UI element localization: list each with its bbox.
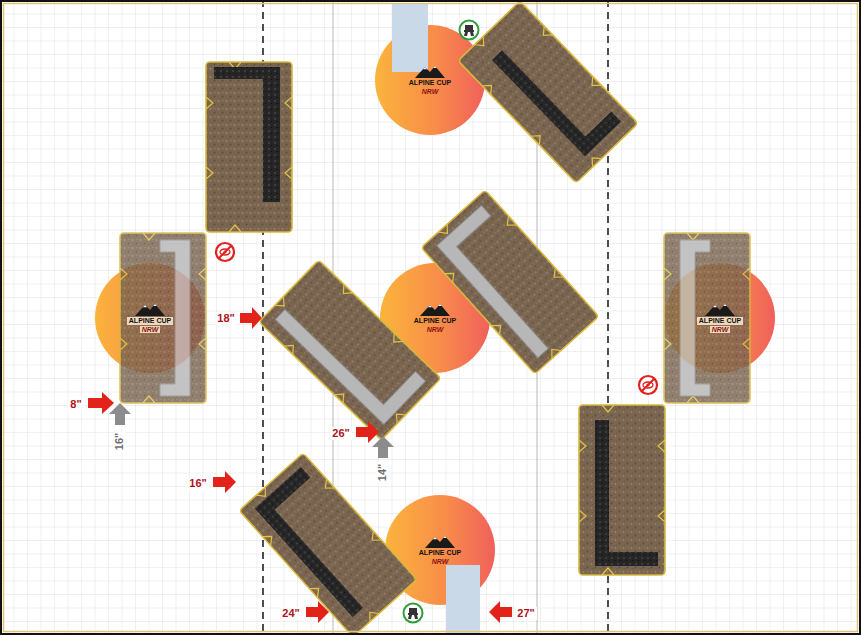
mountain-logo	[415, 65, 445, 78]
logo-subtitle: NRW	[422, 88, 439, 95]
mountain-shape	[415, 66, 445, 78]
mountain-shape	[135, 304, 165, 316]
logo-subtitle: NRW	[140, 326, 161, 333]
logo-subtitle: NRW	[710, 326, 731, 333]
objective-marker: ALPINE CUP NRW	[95, 263, 205, 373]
snow-cap	[423, 66, 437, 69]
red-distance-label: 18"	[215, 312, 236, 325]
logo-title: ALPINE CUP	[127, 317, 173, 324]
red-distance-label: 26"	[330, 427, 351, 440]
red-distance-label: 24"	[280, 607, 301, 620]
objective-marker: ALPINE CUP NRW	[665, 263, 775, 373]
red-distance-label: 8"	[68, 398, 83, 411]
objective-marker: ALPINE CUP NRW	[375, 25, 485, 135]
grey-distance-label: 16"	[113, 430, 126, 451]
grey-distance-label: 14"	[376, 461, 389, 482]
snow-cap	[713, 304, 727, 307]
objective-marker: ALPINE CUP NRW	[380, 263, 490, 373]
logo-title: ALPINE CUP	[409, 79, 451, 86]
red-distance-label: 16"	[187, 477, 208, 490]
mountain-logo	[420, 303, 450, 316]
objective-marker: ALPINE CUP NRW	[385, 495, 495, 605]
logo-title: ALPINE CUP	[419, 549, 461, 556]
logo-subtitle: NRW	[427, 326, 444, 333]
mountain-shape	[705, 304, 735, 316]
mountain-logo	[425, 535, 455, 548]
mountain-shape	[420, 304, 450, 316]
mountain-logo	[705, 303, 735, 316]
snow-cap	[143, 304, 157, 307]
snow-cap	[433, 536, 447, 539]
logo-subtitle: NRW	[432, 558, 449, 565]
logo-title: ALPINE CUP	[697, 317, 743, 324]
logo-title: ALPINE CUP	[414, 317, 456, 324]
red-distance-label: 27"	[515, 607, 536, 620]
mountain-logo	[135, 303, 165, 316]
mountain-shape	[425, 536, 455, 548]
snow-cap	[428, 304, 442, 307]
